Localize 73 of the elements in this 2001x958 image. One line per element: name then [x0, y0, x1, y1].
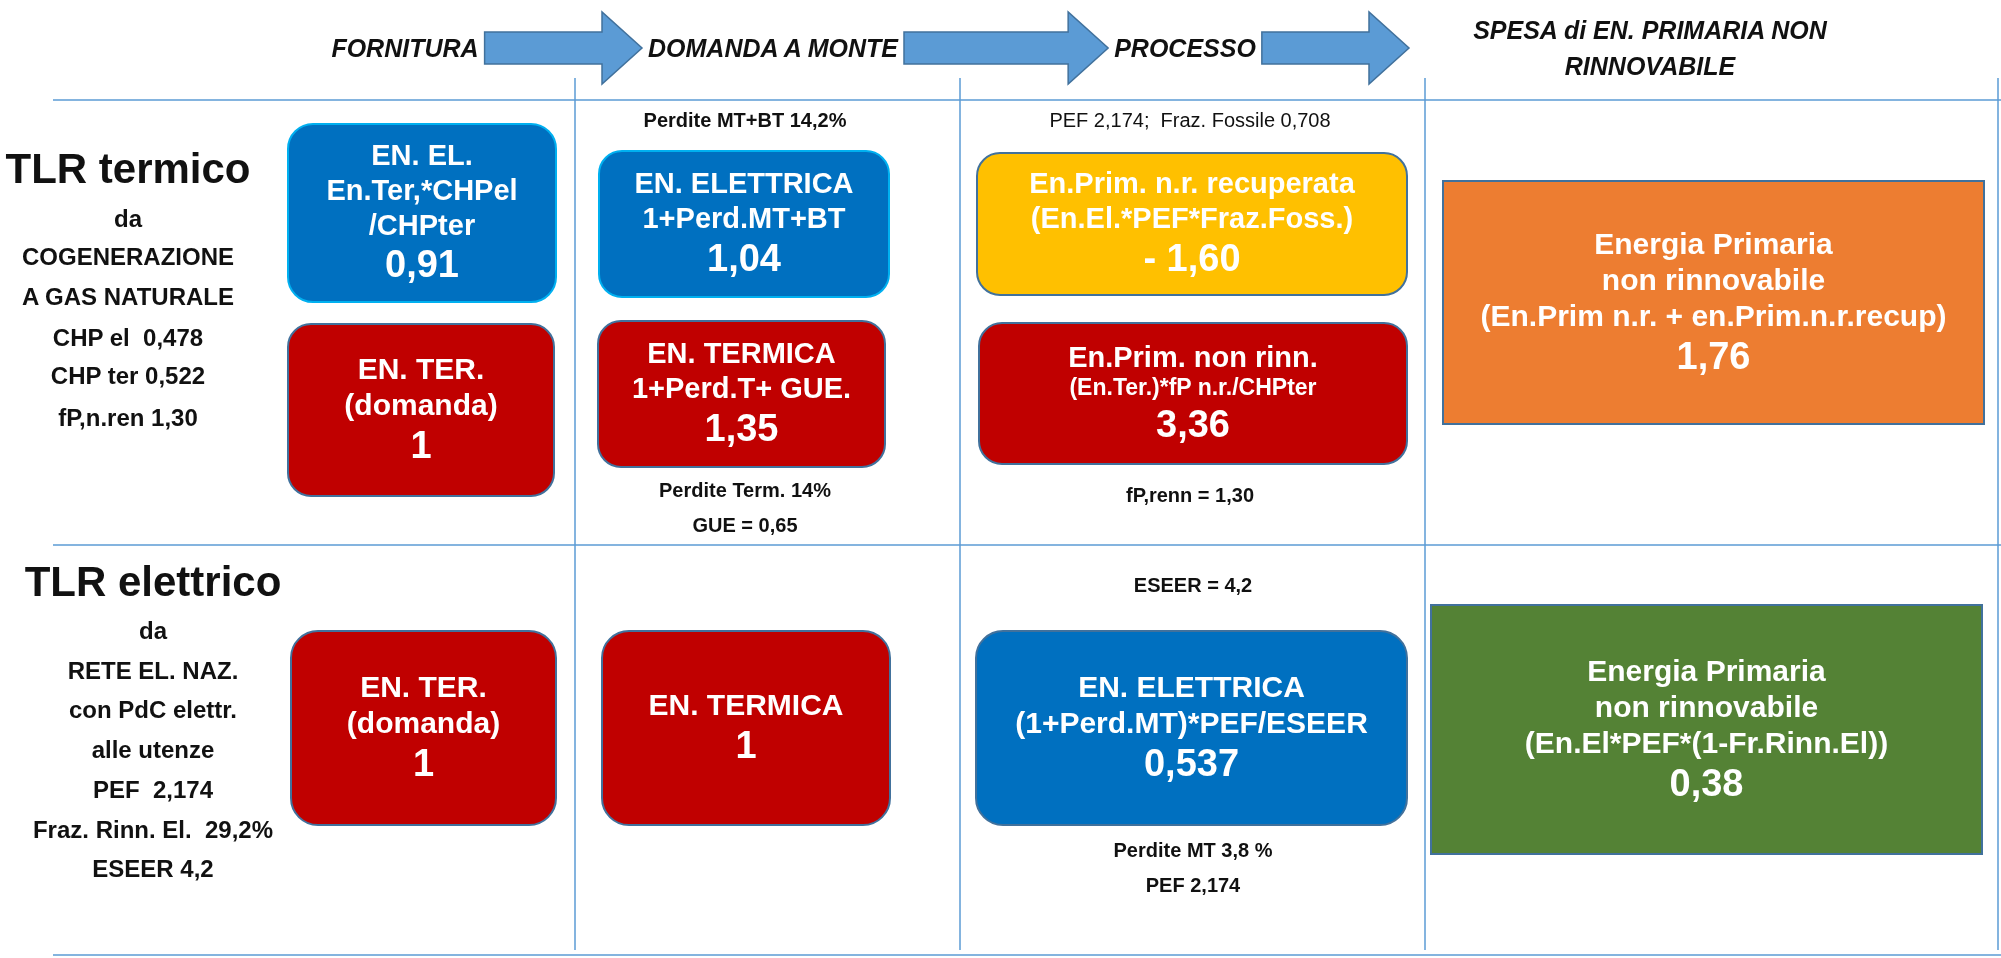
box-heading: EN. TERMICA [647, 336, 836, 372]
rounded-box [978, 322, 1408, 465]
formula-text: (domanda) [346, 705, 501, 742]
rounded-box [976, 152, 1408, 296]
note-text: ESEER = 4,2 [1133, 573, 1253, 597]
arrow [483, 10, 644, 86]
row-note: RETE EL. NAZ. [67, 657, 239, 685]
note-text: GUE = 0,65 [692, 513, 798, 537]
value-text: 1 [412, 741, 435, 787]
box-heading: EN. TERMICA [648, 687, 844, 724]
note-text: PEF 2,174; Fraz. Fossile 0,708 [1049, 108, 1331, 132]
result-box [1442, 180, 1985, 425]
row-note: alle utenze [91, 736, 215, 764]
value-text: 1,35 [704, 406, 779, 451]
rounded-box [975, 630, 1408, 826]
row-note: con PdC elettr. [69, 696, 237, 724]
row-heading: TLR elettrico [24, 558, 282, 606]
formula-text: (En.El*PEF*(1-Fr.Rinn.El)) [1524, 724, 1889, 761]
note-text: PEF 2,174 [1145, 873, 1241, 897]
column-header: PROCESSO [1114, 29, 1256, 67]
value-text: 1,76 [1676, 333, 1751, 379]
row-note: da [139, 617, 167, 645]
formula-text: 1+Perd.MT+BT [642, 201, 846, 236]
box-heading: EN. TER. [360, 669, 487, 706]
row-note: CHP ter 0,522 [50, 362, 206, 390]
value-text: 0,38 [1669, 760, 1744, 806]
value-text: 0,91 [385, 242, 459, 288]
box-heading: EN. EL. [371, 138, 473, 173]
formula-text: 1+Perd.T+ GUE. [631, 371, 852, 406]
box-heading: EN. ELETTRICA [634, 166, 854, 202]
arrow [903, 10, 1110, 86]
rounded-box [290, 630, 557, 826]
row-note: ESEER 4,2 [92, 855, 214, 883]
value-text: 1,04 [707, 236, 781, 281]
value-text: 1 [410, 423, 432, 469]
note-text: fP,renn = 1,30 [1126, 483, 1254, 507]
box-heading: En.Prim. n.r. recuperata [1029, 166, 1355, 202]
formula-text: En.Ter,*CHPel /CHPter [325, 172, 519, 243]
rounded-box [601, 630, 891, 826]
formula-text: (En.Ter.)*fP n.r./CHPter [1069, 374, 1317, 402]
row-note: PEF 2,174 [92, 776, 214, 804]
column-header: SPESA di EN. PRIMARIA NON RINNOVABILE [1415, 11, 1885, 85]
rounded-box [598, 150, 890, 298]
box-heading: Energia Primaria non rinnovabile [1586, 652, 1827, 725]
formula-text: (1+Perd.MT)*PEF/ESEER [1015, 705, 1368, 742]
column-header: FORNITURA [331, 29, 479, 67]
value-text: 1 [735, 723, 757, 769]
formula-text: (En.El.*PEF*Fraz.Foss.) [1030, 201, 1354, 236]
value-text: - 1,60 [1143, 236, 1241, 281]
rounded-box [287, 123, 557, 303]
row-note: da [114, 205, 142, 233]
row-note: COGENERAZIONE [22, 243, 234, 271]
rounded-box [287, 323, 555, 497]
note-text: Perdite MT+BT 14,2% [643, 108, 847, 132]
result-box [1430, 604, 1983, 855]
box-heading: EN. TER. [357, 351, 485, 388]
rounded-box [597, 320, 886, 468]
note-text: Perdite Term. 14% [659, 478, 831, 502]
row-note: A GAS NATURALE [22, 283, 234, 311]
value-text: 3,36 [1156, 401, 1230, 447]
box-heading: Energia Primaria non rinnovabile [1593, 225, 1834, 298]
column-header: DOMANDA A MONTE [648, 29, 898, 67]
box-heading: En.Prim. non rinn. [1068, 339, 1318, 375]
row-note: CHP el 0,478 [52, 324, 204, 352]
note-text: Perdite MT 3,8 % [1113, 838, 1273, 862]
box-heading: EN. ELETTRICA [1078, 669, 1305, 706]
row-note: Fraz. Rinn. El. 29,2% [32, 816, 274, 844]
row-note: fP,n.ren 1,30 [58, 404, 198, 432]
row-heading: TLR termico [5, 145, 251, 193]
formula-text: (domanda) [344, 387, 498, 424]
arrow [1261, 10, 1411, 86]
value-text: 0,537 [1143, 741, 1240, 787]
formula-text: (En.Prim n.r. + en.Prim.n.r.recup) [1480, 297, 1947, 334]
